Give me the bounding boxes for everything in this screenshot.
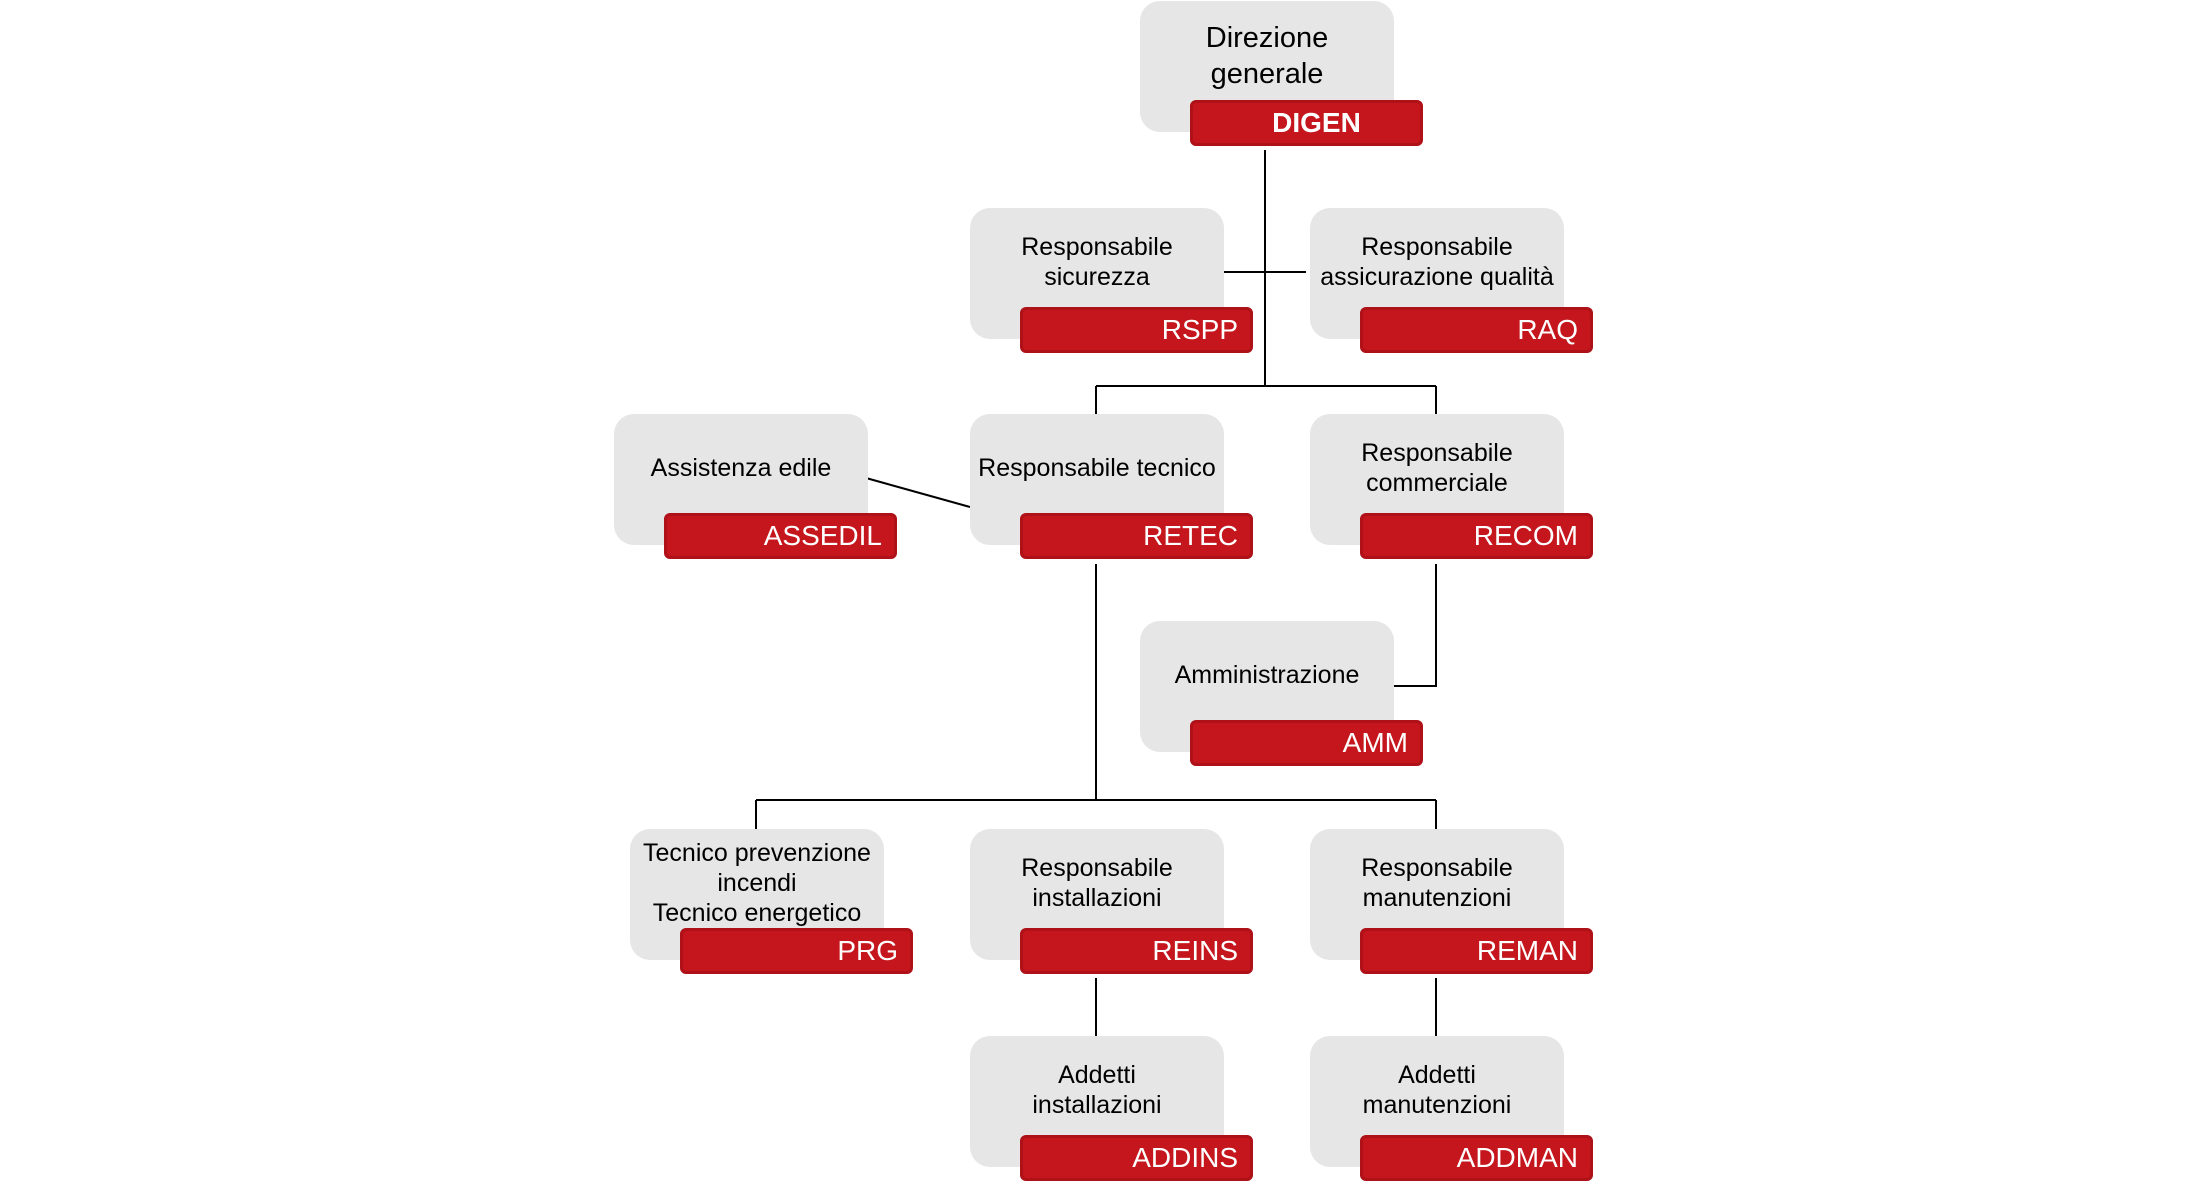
node-code-badge: AMM xyxy=(1190,720,1423,766)
node-code-badge: REMAN xyxy=(1360,928,1593,974)
node-code-badge: ASSEDIL xyxy=(664,513,897,559)
node-label: Tecnico prevenzione incendi Tecnico ener… xyxy=(643,839,871,927)
node-label: Assistenza edile xyxy=(650,454,832,482)
node-label: Responsabile assicurazione qualità xyxy=(1320,233,1554,291)
node-code-badge: RAQ xyxy=(1360,307,1593,353)
node-label: Responsabile manutenzioni xyxy=(1361,854,1513,912)
node-label: Amministrazione xyxy=(1174,661,1360,689)
node-label: Responsabile commerciale xyxy=(1361,439,1513,497)
node-label: Addetti manutenzioni xyxy=(1362,1061,1512,1119)
node-code-badge: REINS xyxy=(1020,928,1253,974)
node-label: Direzione generale xyxy=(1205,22,1329,90)
connector-assedil-retec xyxy=(865,477,971,508)
node-code-badge: RECOM xyxy=(1360,513,1593,559)
node-code-badge: PRG xyxy=(680,928,913,974)
node-code-badge: ADDMAN xyxy=(1360,1135,1593,1181)
node-label: Addetti installazioni xyxy=(1032,1061,1162,1119)
connector-recom-amm xyxy=(1393,564,1437,687)
node-label: Responsabile installazioni xyxy=(1021,854,1173,912)
node-label: Responsabile tecnico xyxy=(978,454,1216,482)
node-code-badge: ADDINS xyxy=(1020,1135,1253,1181)
node-code-badge: DIGEN xyxy=(1190,100,1423,146)
node-code-badge: RSPP xyxy=(1020,307,1253,353)
node-code-badge: RETEC xyxy=(1020,513,1253,559)
node-label: Responsabile sicurezza xyxy=(1021,233,1173,291)
